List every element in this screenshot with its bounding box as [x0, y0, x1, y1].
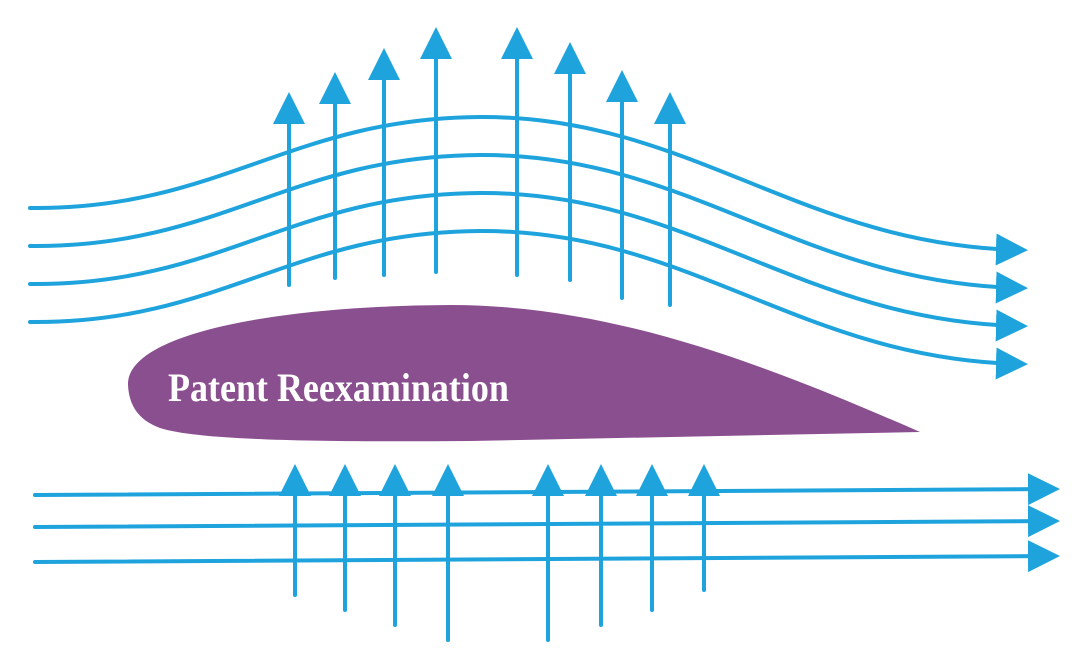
lower-lift-arrows [295, 472, 704, 640]
streamline [30, 117, 1020, 250]
streamline [30, 193, 1020, 326]
streamline [35, 521, 1052, 527]
lower-streamlines [35, 489, 1052, 562]
streamline [35, 489, 1052, 495]
streamline [30, 155, 1020, 288]
airfoil-title: Patent Reexamination [168, 366, 509, 410]
streamline [35, 556, 1052, 562]
upper-lift-arrows [289, 35, 670, 305]
